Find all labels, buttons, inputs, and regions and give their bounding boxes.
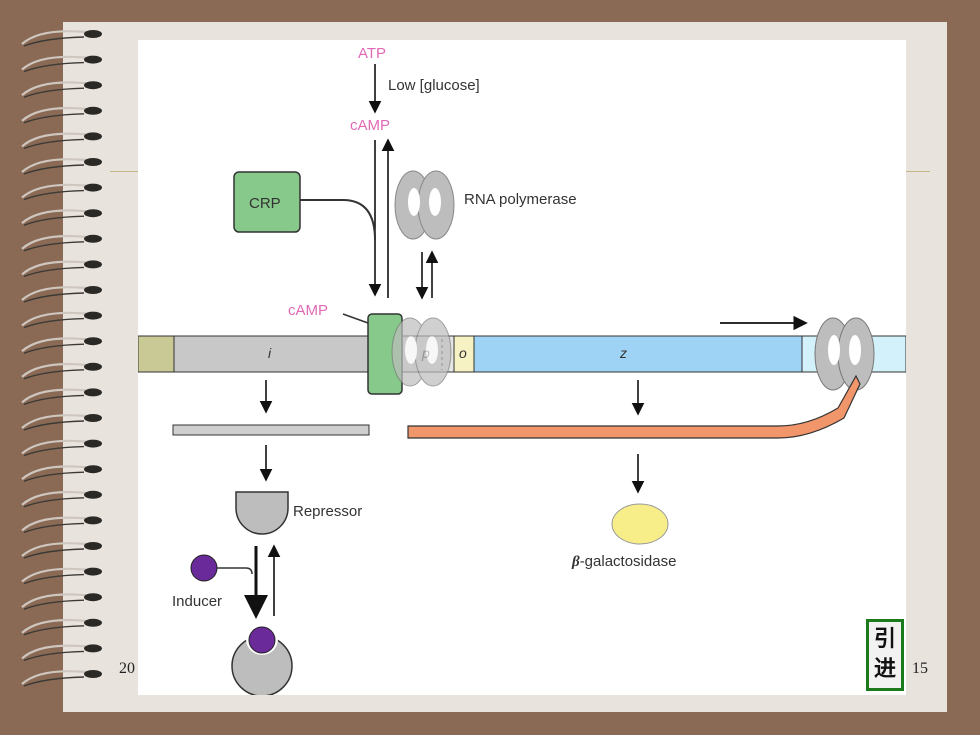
beta-galactosidase-protein [611,503,669,545]
spiral-ring [21,81,102,98]
page-number: 15 [912,660,928,677]
spiral-ring [21,362,102,380]
camp-site-label: cAMP [288,302,328,319]
spiral-ring [21,209,102,226]
spiral-ring [21,158,102,175]
i-mrna [172,424,370,436]
beta-symbol: β [571,554,580,570]
rna-polymerase-label: RNA polymerase [464,191,577,208]
spiral-ring [21,542,102,559]
gene-i [173,335,371,373]
gene-z-label: z [619,345,627,361]
spiral-ring [21,234,102,252]
guide-line-right [906,171,930,172]
intro-nav-button[interactable]: 引 进 [866,619,904,691]
nav-char-1: 引 [873,627,896,652]
spiral-ring [21,490,102,508]
dna-left-end [138,335,175,373]
crp-label: CRP [249,195,281,212]
atp-label: ATP [358,45,386,62]
repressor-protein [235,491,289,535]
camp-site-pointer [342,313,369,324]
spiral-ring [21,337,102,354]
spiral-ring [21,618,102,636]
spiral-ring [21,260,102,278]
spiral-ring [21,414,102,431]
spiral-ring [21,516,102,534]
z-mrna [407,374,861,439]
camp-label-top: cAMP [350,117,390,134]
spiral-ring [21,183,102,201]
rna-polymerase-bound [391,317,452,387]
gene-i-label: i [268,345,272,361]
repressor-inducer-complex [231,623,293,695]
spiral-binding [21,30,102,687]
spiral-ring [21,30,102,47]
inducer-binding-line [217,567,253,575]
spiral-ring [21,465,102,482]
spiral-ring [21,567,102,585]
spiral-ring [21,670,102,687]
spiral-ring [21,132,102,150]
spiral-ring [21,55,102,73]
spiral-ring [21,106,102,124]
spiral-ring [21,286,102,303]
gene-o-label: o [459,345,467,361]
spiral-ring [21,644,102,662]
crp-binding-line [300,199,376,241]
gene-z [473,335,803,373]
inducer-molecule [190,554,218,582]
inducer-label: Inducer [172,593,222,610]
footer-date-fragment: 20 [119,660,135,677]
beta-galactosidase-label: β-galactosidase [571,553,676,570]
nav-char-2: 进 [873,657,896,682]
rna-polymerase-free [394,170,455,240]
spiral-ring [21,388,102,406]
guide-line-left [110,171,138,172]
spiral-ring [21,439,102,457]
rna-polymerase-transcribing [814,317,875,391]
spiral-ring [21,593,102,610]
repressor-label: Repressor [293,503,362,520]
lac-operon-figure: ATP Low [glucose] cAMP CRP RNA polymeras… [138,40,906,695]
low-glucose-label: Low [glucose] [388,77,480,94]
galactosidase-text: -galactosidase [580,553,677,570]
spiral-ring [21,311,102,329]
crp-box [233,171,301,233]
